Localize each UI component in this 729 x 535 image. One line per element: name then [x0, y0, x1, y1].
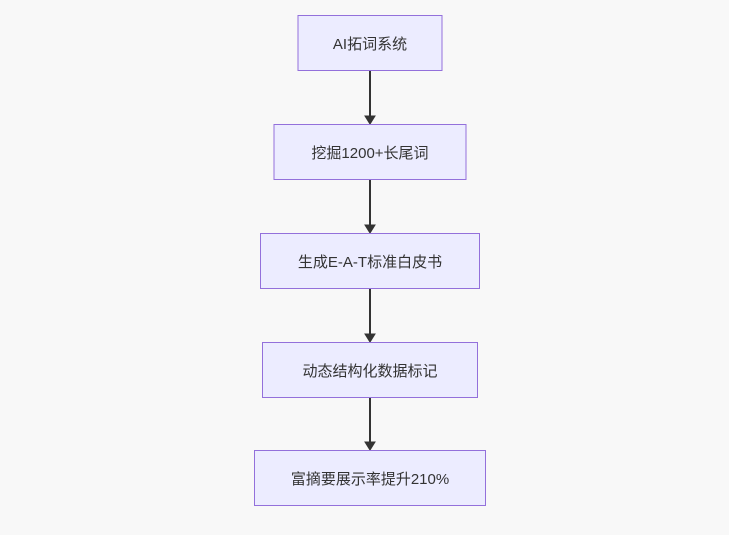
flowchart-node-2: 挖掘1200+长尾词: [273, 124, 467, 180]
node-2-label: 挖掘1200+长尾词: [311, 144, 429, 162]
flowchart-node-4: 动态结构化数据标记: [262, 342, 478, 398]
flowchart-node-3: 生成E-A-T标准白皮书: [260, 233, 480, 289]
node-5-label: 富摘要展示率提升210%: [290, 470, 450, 488]
flow-arrow-3: [364, 289, 376, 343]
flowchart-node-5: 富摘要展示率提升210%: [254, 450, 486, 506]
flowchart-node-1: AI拓词系统: [297, 15, 443, 71]
flow-arrow-2: [364, 180, 376, 234]
node-3-label: 生成E-A-T标准白皮书: [297, 253, 443, 271]
flow-arrow-4: [364, 398, 376, 451]
node-4-label: 动态结构化数据标记: [302, 362, 438, 380]
node-1-label: AI拓词系统: [332, 35, 408, 53]
flow-arrow-1: [364, 71, 376, 125]
